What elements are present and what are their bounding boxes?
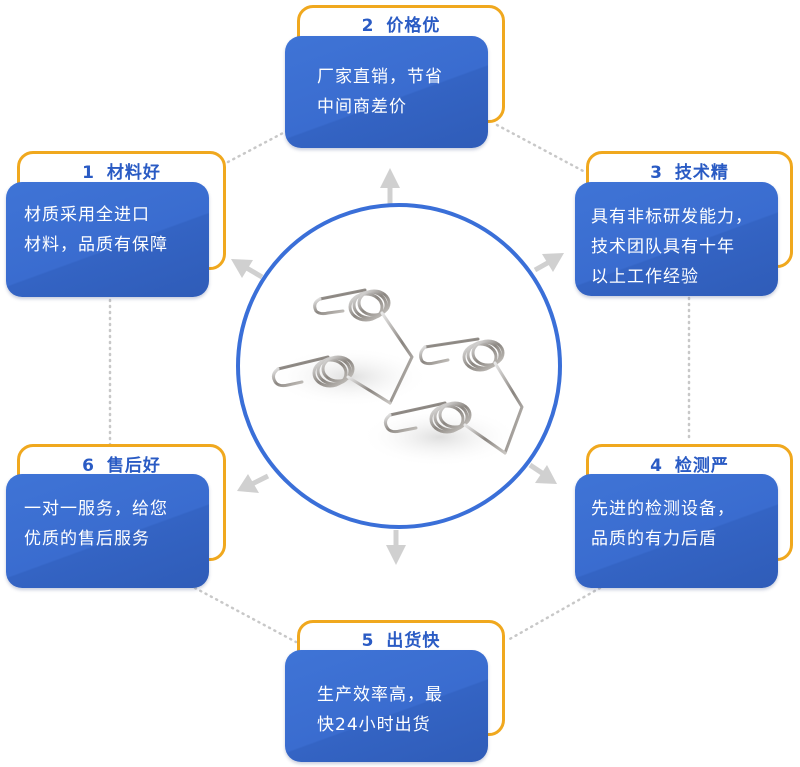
arrow-upright-icon — [533, 253, 564, 273]
card-body: 先进的检测设备， 品质的有力后盾 — [575, 474, 778, 588]
card-body: 材质采用全进口 材料，品质有保障 — [6, 182, 209, 297]
connector-4-5 — [506, 586, 602, 642]
arrow-down-icon — [386, 530, 406, 565]
center-product-circle — [236, 203, 562, 529]
arrow-up-icon — [380, 168, 400, 205]
card-body: 生产效率高，最 快24小时出货 — [285, 650, 488, 762]
card-body: 厂家直销，节省 中间商差价 — [285, 36, 488, 148]
arrow-upleft-icon — [231, 259, 264, 280]
card-body: 具有非标研发能力， 技术团队具有十年 以上工作经验 — [575, 182, 778, 296]
torsion-springs-image — [270, 288, 524, 467]
connector-2-3 — [495, 123, 587, 174]
arrow-downleft-icon — [237, 473, 270, 493]
arrow-downright-icon — [528, 462, 557, 484]
connector-1-2 — [226, 131, 285, 164]
card-body: 一对一服务，给您 优质的售后服务 — [6, 474, 209, 588]
connector-6-5 — [193, 586, 298, 644]
